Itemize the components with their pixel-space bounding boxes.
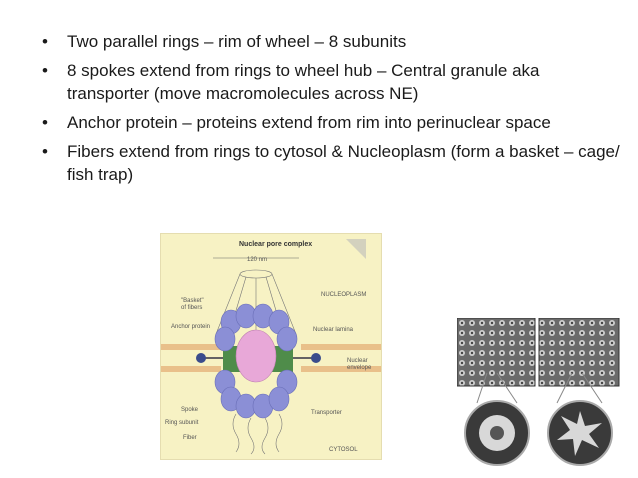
spoke-label: Spoke: [181, 407, 199, 413]
bullet-dot: •: [42, 113, 48, 132]
bullet-dot: •: [42, 142, 48, 161]
micrograph-panels: [456, 317, 620, 466]
nucleoplasm-label: NUCLEOPLASM: [321, 292, 366, 298]
basket-label: "Basket": [181, 298, 204, 304]
membrane-right-bottom: [301, 366, 381, 372]
figure-title: Nuclear pore complex: [239, 241, 312, 248]
membrane-right-top: [301, 344, 381, 350]
bullet-text: Two parallel rings – rim of wheel – 8 su…: [67, 32, 407, 51]
envelope-label: Nuclear: [347, 358, 368, 364]
ring-subunit-label: Ring subunit: [165, 420, 199, 426]
bullet-text: 8 spokes extend from rings to wheel hub …: [67, 61, 540, 103]
nuclear-pore-illustration: Nuclear pore complex 120 nm NUCLEOPLASM …: [161, 239, 381, 455]
pore-star-closeup-right: [557, 411, 602, 456]
cytosol-label: CYTOSOL: [329, 447, 358, 453]
connector-right: [556, 372, 573, 404]
basket-label-2: of fibers: [181, 305, 202, 311]
electron-micrographs: [456, 317, 620, 468]
cytoplasmic-fibers: [232, 413, 283, 455]
bullet-item: • Anchor protein – proteins extend from r…: [42, 111, 622, 134]
connector-left-2: [496, 372, 518, 404]
bullet-item: • Two parallel rings – rim of wheel – 8 s…: [42, 30, 622, 53]
transporter-label: Transporter: [311, 410, 342, 416]
nuclear-pore-diagram: Nuclear pore complex 120 nm NUCLEOPLASM …: [160, 233, 382, 460]
envelope-label-2: envelope: [347, 365, 372, 371]
micrograph-top-left: [456, 317, 536, 387]
micrograph-top-right: [538, 317, 620, 387]
membrane-left-top: [161, 344, 221, 350]
corner-arrow-icon: [346, 239, 366, 259]
bullet-text: Anchor protein – proteins extend from ri…: [67, 113, 551, 132]
bullet-dot: •: [42, 61, 48, 80]
bullet-text: Fibers extend from rings to cytosol & Nu…: [67, 142, 620, 184]
anchor-label: Anchor protein: [171, 324, 210, 330]
bullet-item: • 8 spokes extend from rings to wheel hub…: [42, 59, 622, 105]
bullet-list: • Two parallel rings – rim of wheel – 8 s…: [42, 30, 622, 192]
ring-subunits: [214, 303, 298, 419]
membrane-left-bottom: [161, 366, 221, 372]
anchor-knob-left: [196, 353, 206, 363]
pore-center-left: [490, 426, 504, 440]
lamina-label: Nuclear lamina: [313, 327, 354, 333]
scale-label: 120 nm: [247, 257, 267, 263]
fiber-label: Fiber: [183, 435, 197, 441]
central-transporter: [235, 329, 277, 383]
bullet-item: • Fibers extend from rings to cytosol & N…: [42, 140, 622, 186]
bullet-dot: •: [42, 32, 48, 51]
connector-left: [476, 372, 488, 404]
connector-right-2: [581, 372, 603, 404]
anchor-knob-right: [311, 353, 321, 363]
